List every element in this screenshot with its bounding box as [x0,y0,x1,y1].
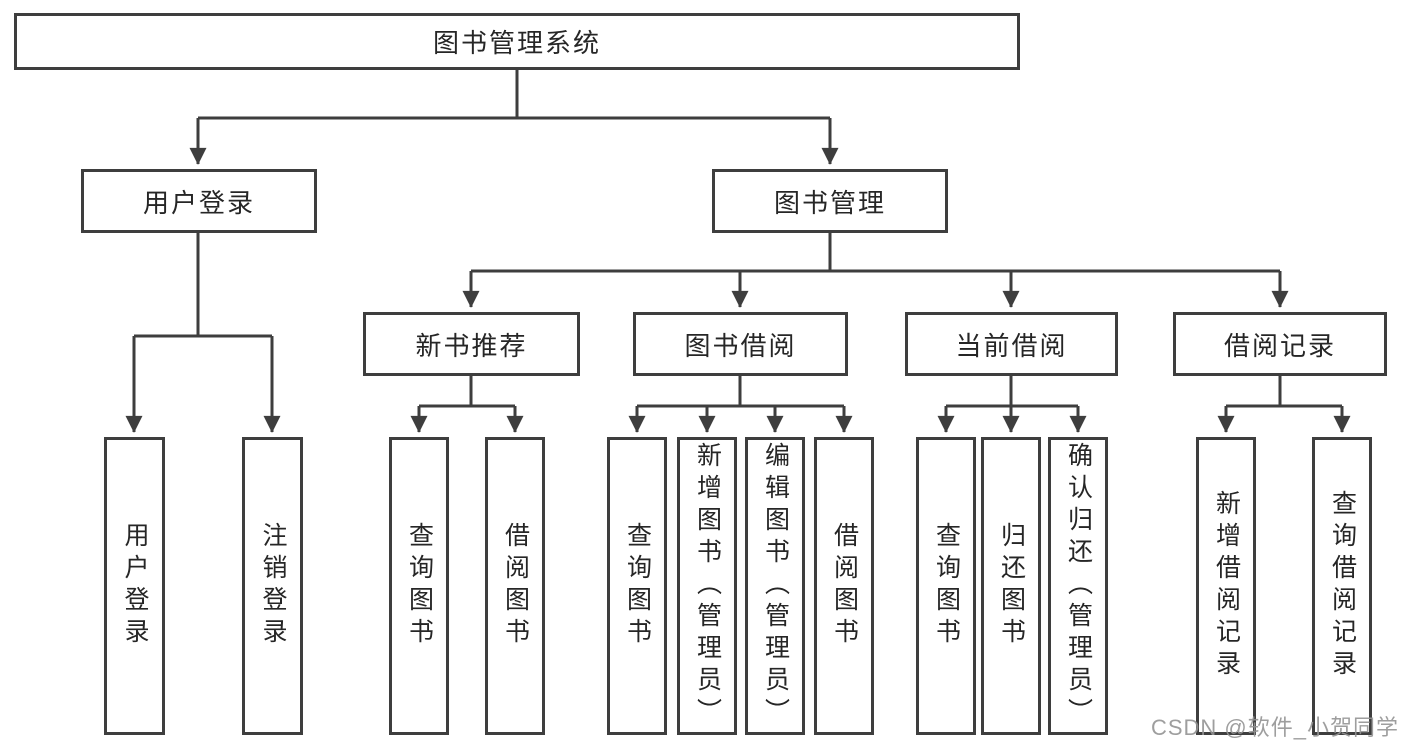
leaf-user-login-label: 用户登录 [121,522,149,650]
leaf-logout: 注销登录 [242,437,303,735]
leaf-add-book-admin: 新增图书（管理员） [677,437,737,735]
leaf-borrow-books: 借阅图书 [814,437,874,735]
leaf-borrow-books-recommend: 借阅图书 [485,437,545,735]
leaf-edit-book-admin-label: 编辑图书（管理员） [761,442,790,730]
node-book-management: 图书管理 [712,169,948,233]
leaf-borrow-books-label: 借阅图书 [830,522,859,650]
leaf-confirm-return-admin: 确认归还（管理员） [1048,437,1108,735]
node-borrow-records-label: 借阅记录 [1223,330,1336,361]
leaf-user-login: 用户登录 [104,437,165,735]
leaf-add-borrow-record: 新增借阅记录 [1196,437,1256,735]
leaf-logout-label: 注销登录 [259,522,287,650]
node-library-system-label: 图书管理系统 [432,28,601,58]
node-current-borrow-label: 当前借阅 [955,330,1068,361]
leaf-query-books-borrow-label: 查询图书 [623,522,652,650]
leaf-edit-book-admin: 编辑图书（管理员） [745,437,805,735]
leaf-query-books-current-label: 查询图书 [932,522,961,650]
node-book-management-label: 图书管理 [773,187,886,218]
node-borrow-records: 借阅记录 [1173,312,1387,376]
node-book-borrow-label: 图书借阅 [684,330,797,361]
leaf-query-books-current: 查询图书 [916,437,976,735]
leaf-query-books-recommend: 查询图书 [389,437,449,735]
leaf-query-books-borrow: 查询图书 [607,437,667,735]
node-user-login: 用户登录 [81,169,317,233]
node-new-book-recommend: 新书推荐 [363,312,580,376]
leaf-confirm-return-admin-label: 确认归还（管理员） [1064,442,1093,730]
leaf-query-books-recommend-label: 查询图书 [405,522,434,650]
node-new-book-recommend-label: 新书推荐 [415,330,528,361]
csdn-watermark: CSDN @软件_小贺同学 [1150,715,1399,740]
node-library-system: 图书管理系统 [14,13,1020,70]
leaf-return-books: 归还图书 [981,437,1041,735]
leaf-add-borrow-record-label: 新增借阅记录 [1212,490,1241,682]
node-book-borrow: 图书借阅 [633,312,848,376]
leaf-query-borrow-record-label: 查询借阅记录 [1328,490,1357,682]
leaf-borrow-books-recommend-label: 借阅图书 [501,522,530,650]
leaf-query-borrow-record: 查询借阅记录 [1312,437,1372,735]
node-user-login-label: 用户登录 [142,187,255,218]
leaf-return-books-label: 归还图书 [997,522,1026,650]
node-current-borrow: 当前借阅 [905,312,1118,376]
leaf-add-book-admin-label: 新增图书（管理员） [693,442,722,730]
